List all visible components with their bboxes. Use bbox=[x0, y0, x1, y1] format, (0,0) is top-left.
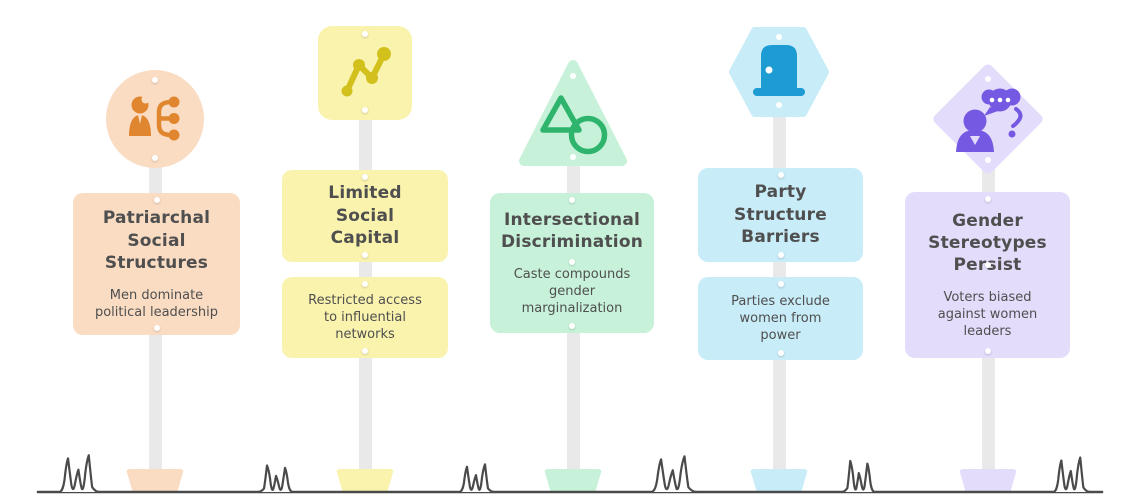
screw-dot bbox=[777, 252, 784, 258]
screw-dot bbox=[777, 172, 784, 178]
overlapping-triangle-circle-icon bbox=[540, 95, 608, 155]
screw-dot bbox=[152, 155, 158, 161]
screw-dot bbox=[153, 197, 160, 203]
signpost-description: Men dominate political leadership bbox=[94, 287, 219, 320]
screw-dot bbox=[362, 174, 368, 180]
signpost-title: Party Structure Barriers bbox=[734, 182, 827, 248]
screw-dot bbox=[569, 323, 575, 329]
sign-card: Patriarchal Social Structures Men domina… bbox=[73, 193, 240, 335]
signpost-description: Voters biased against women leaders bbox=[937, 289, 1038, 340]
signpost-title: Patriarchal Social Structures bbox=[102, 208, 211, 274]
screw-dot bbox=[777, 350, 784, 356]
sign-card: Gender Stereotypes Persist Voters biased… bbox=[905, 192, 1070, 358]
icon-shape-hexagon bbox=[727, 25, 831, 119]
icon-shape-square bbox=[318, 26, 412, 120]
signpost-base bbox=[959, 469, 1017, 493]
people-network-icon bbox=[129, 95, 180, 141]
sign-card-description: Parties exclude women from power bbox=[698, 277, 863, 360]
screw-dot bbox=[362, 107, 368, 113]
screw-dot bbox=[777, 281, 784, 287]
woman-question-thought-icon bbox=[956, 88, 1023, 152]
signpost-title: Intersectional Discrimination bbox=[501, 209, 643, 253]
screw-dot bbox=[153, 325, 160, 331]
closed-door-icon bbox=[753, 45, 805, 96]
screw-dot bbox=[984, 196, 991, 202]
screw-dot bbox=[362, 252, 368, 258]
sign-card-title: Limited Social Capital bbox=[282, 170, 448, 262]
hexagon-shape bbox=[729, 27, 829, 117]
screw-dot bbox=[984, 262, 991, 268]
signpost-base bbox=[336, 469, 394, 493]
signpost-base bbox=[544, 469, 602, 493]
icon-shape-diamond bbox=[928, 59, 1048, 179]
screw-dot bbox=[362, 281, 368, 287]
signpost-base bbox=[750, 469, 808, 493]
icon-shape-triangle bbox=[513, 58, 633, 170]
signpost-description: Caste compounds gender marginalization bbox=[513, 266, 631, 317]
screw-dot bbox=[362, 31, 368, 37]
signpost-description: Parties exclude women from power bbox=[731, 293, 830, 344]
screw-dot bbox=[984, 348, 991, 354]
signpost-description: Restricted access to influential network… bbox=[308, 292, 422, 343]
signpost-base bbox=[126, 469, 184, 493]
icon-shape-circle bbox=[106, 70, 204, 168]
sign-card: Intersectional Discrimination Caste comp… bbox=[490, 193, 654, 333]
screw-dot bbox=[569, 197, 575, 203]
screw-dot bbox=[569, 259, 575, 265]
sign-card-description: Restricted access to influential network… bbox=[282, 277, 448, 358]
signpost-title: Limited Social Capital bbox=[328, 183, 402, 249]
triangle-shape bbox=[519, 60, 627, 166]
screw-dot bbox=[362, 348, 368, 354]
diamond-shape bbox=[933, 64, 1043, 174]
trend-nodes-icon bbox=[341, 47, 391, 97]
screw-dot bbox=[152, 77, 158, 83]
sign-card-title: Party Structure Barriers bbox=[698, 168, 863, 262]
